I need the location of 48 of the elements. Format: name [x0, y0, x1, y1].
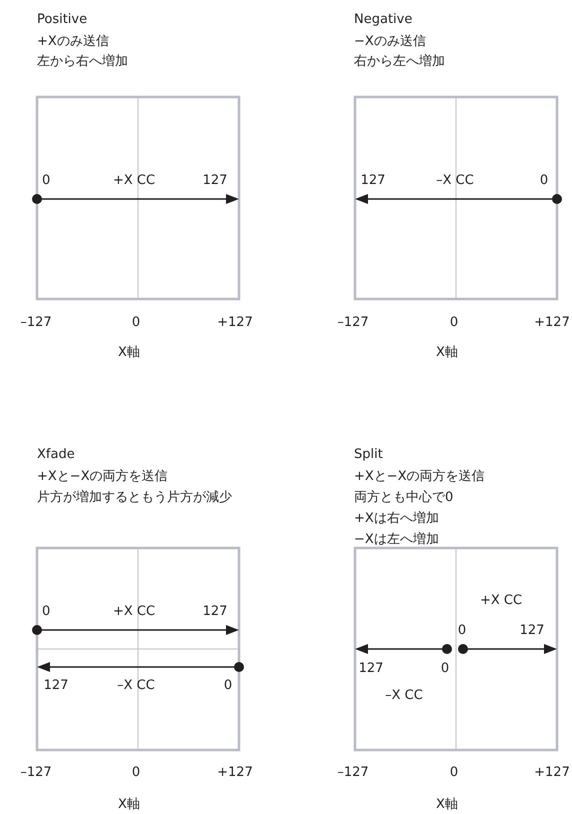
description-text: +Xのみ送信: [37, 34, 109, 50]
axis-label: X軸: [118, 797, 140, 813]
panel-title: Negative: [354, 12, 412, 28]
description-text: 片方が増加するともう片方が減少: [37, 490, 232, 506]
axis-tick-label: –127: [337, 315, 369, 331]
axis-tick-label: +127: [534, 765, 570, 781]
description-text: +Xと−Xの両方を送信: [37, 469, 168, 485]
value-label: –X CC: [385, 688, 423, 704]
value-label: 0: [440, 661, 450, 677]
value-label: 0: [224, 678, 232, 694]
panel-title: Positive: [37, 12, 88, 28]
axis-tick-label: 0: [450, 315, 458, 331]
description-text: 両方とも中心で0: [354, 490, 454, 506]
description-text: +Xと−Xの両方を送信: [354, 469, 485, 485]
description-text: 右から左へ増加: [354, 54, 445, 70]
value-label: +X CC: [112, 173, 156, 189]
value-label: 127: [44, 678, 68, 694]
panel-title: Split: [354, 447, 383, 463]
value-label: –X CC: [436, 173, 474, 189]
panel-title: Xfade: [37, 447, 75, 463]
axis-tick-label: –127: [20, 315, 52, 331]
value-label: 0: [458, 623, 466, 639]
value-label: 127: [358, 661, 384, 677]
description-text: 左から右へ増加: [37, 54, 128, 70]
axis-tick-label: +127: [534, 315, 570, 331]
value-label: 127: [202, 604, 228, 620]
axis-tick-label: 0: [132, 315, 140, 331]
axis-tick-label: 0: [450, 765, 458, 781]
axis-tick-label: –127: [20, 765, 52, 781]
axis-tick-label: –127: [337, 765, 369, 781]
value-label: 0: [540, 173, 548, 189]
axis-tick-label: +127: [217, 765, 253, 781]
axis-tick-label: 0: [132, 765, 140, 781]
value-label: 127: [202, 173, 228, 189]
value-label: +X CC: [112, 604, 156, 620]
value-label: –X CC: [117, 678, 155, 694]
description-text: +Xは右へ増加: [354, 511, 439, 527]
description-text: −Xのみ送信: [354, 34, 426, 50]
axis-label: X軸: [436, 345, 458, 361]
axis-label: X軸: [436, 797, 458, 813]
value-label: 127: [520, 623, 544, 639]
value-label: +X CC: [480, 593, 522, 609]
value-label: 0: [42, 604, 50, 620]
axis-label: X軸: [118, 345, 140, 361]
value-label: 127: [360, 173, 386, 189]
axis-tick-label: +127: [217, 315, 253, 331]
description-text: −Xは左へ増加: [354, 532, 439, 548]
value-label: 0: [42, 173, 50, 189]
